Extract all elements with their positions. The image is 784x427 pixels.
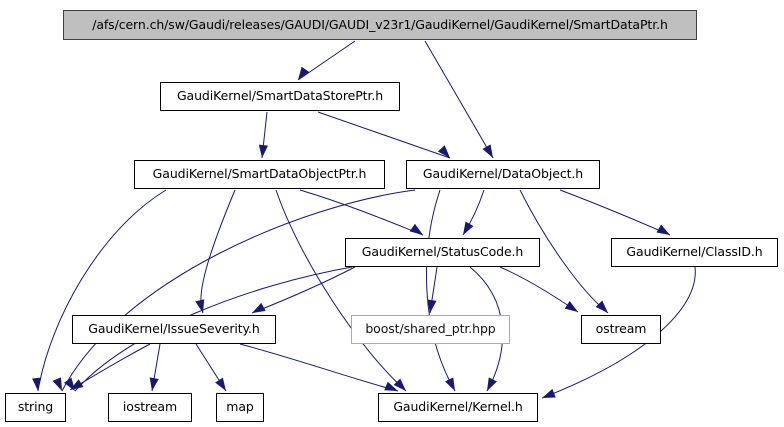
graph-edge-arrowhead	[215, 377, 226, 391]
graph-node-label: GaudiKernel/IssueSeverity.h	[88, 321, 260, 337]
graph-node-label: GaudiKernel/Kernel.h	[393, 399, 523, 415]
graph-edge	[317, 111, 451, 159]
graph-node-label: string	[17, 399, 54, 415]
graph-edge-arrowhead	[445, 377, 455, 391]
graph-edge-arrowhead	[656, 224, 670, 235]
graph-edge-arrowhead	[149, 377, 159, 391]
graph-edge-arrowhead	[32, 377, 42, 391]
graph-edge-arrowhead	[564, 300, 578, 312]
graph-node-label: iostream	[122, 399, 178, 415]
graph-node-objectptr[interactable]: GaudiKernel/SmartDataObjectPtr.h	[134, 160, 385, 189]
graph-node-iostream[interactable]: iostream	[108, 393, 192, 422]
graph-edge	[559, 189, 671, 236]
graph-node-label: GaudiKernel/SmartDataStorePtr.h	[176, 88, 384, 104]
graph-edge-arrowhead	[542, 388, 556, 398]
graph-edge-arrowhead	[463, 221, 474, 235]
graph-edge	[275, 189, 407, 392]
graph-node-root[interactable]: /afs/cern.ch/sw/Gaudi/releases/GAUDI/GAU…	[63, 10, 697, 40]
graph-node-storeptr[interactable]: GaudiKernel/SmartDataStorePtr.h	[160, 82, 400, 111]
graph-edge-arrowhead	[298, 66, 310, 80]
graph-edge-arrowhead	[195, 299, 205, 313]
graph-edge	[426, 189, 456, 392]
graph-node-label: GaudiKernel/DataObject.h	[422, 166, 584, 182]
graph-edge-arrowhead	[595, 300, 608, 313]
graph-edge	[519, 189, 609, 314]
graph-edge-arrowhead	[482, 144, 493, 158]
graph-edge-arrowhead	[437, 145, 450, 158]
graph-edge-arrowhead	[52, 377, 62, 391]
graph-node-classid[interactable]: GaudiKernel/ClassID.h	[611, 238, 778, 267]
graph-node-ostream[interactable]: ostream	[581, 315, 661, 344]
graph-node-string[interactable]: string	[5, 393, 66, 422]
graph-node-dataobject[interactable]: GaudiKernel/DataObject.h	[406, 160, 600, 189]
graph-edge-arrowhead	[427, 299, 437, 313]
graph-node-boostshared[interactable]: boost/shared_ptr.hpp	[351, 315, 510, 344]
graph-node-label: ostream	[595, 321, 647, 337]
graph-node-map[interactable]: map	[216, 393, 264, 422]
graph-node-label: map	[226, 399, 254, 415]
graph-edge-arrowhead	[393, 378, 406, 391]
graph-edge	[297, 40, 356, 81]
graph-edge-arrowhead	[487, 377, 497, 391]
graph-edge-arrowhead	[63, 377, 75, 391]
graph-node-label: /afs/cern.ch/sw/Gaudi/releases/GAUDI/GAU…	[92, 16, 668, 32]
graph-edge	[37, 189, 167, 392]
graph-edge	[499, 266, 579, 313]
graph-edge-arrowhead	[384, 381, 398, 391]
graph-edge-arrowhead	[252, 302, 266, 313]
graph-edge	[424, 40, 494, 159]
graph-node-label: GaudiKernel/ClassID.h	[626, 244, 763, 260]
graph-edge-arrowhead	[409, 223, 423, 235]
graph-node-issueseverity[interactable]: GaudiKernel/IssueSeverity.h	[72, 315, 276, 344]
graph-node-statuscode[interactable]: GaudiKernel/StatusCode.h	[345, 238, 540, 267]
graph-edge	[74, 266, 353, 392]
graph-edge	[239, 343, 399, 392]
graph-node-label: GaudiKernel/SmartDataObjectPtr.h	[152, 166, 367, 182]
graph-edge	[200, 189, 236, 314]
graph-edge-arrowhead	[258, 144, 269, 158]
graph-edge	[61, 189, 416, 392]
graph-node-label: GaudiKernel/StatusCode.h	[361, 244, 524, 260]
graph-edge	[251, 266, 356, 314]
graph-node-kernel[interactable]: GaudiKernel/Kernel.h	[378, 393, 538, 422]
graph-node-label: boost/shared_ptr.hpp	[365, 321, 496, 337]
